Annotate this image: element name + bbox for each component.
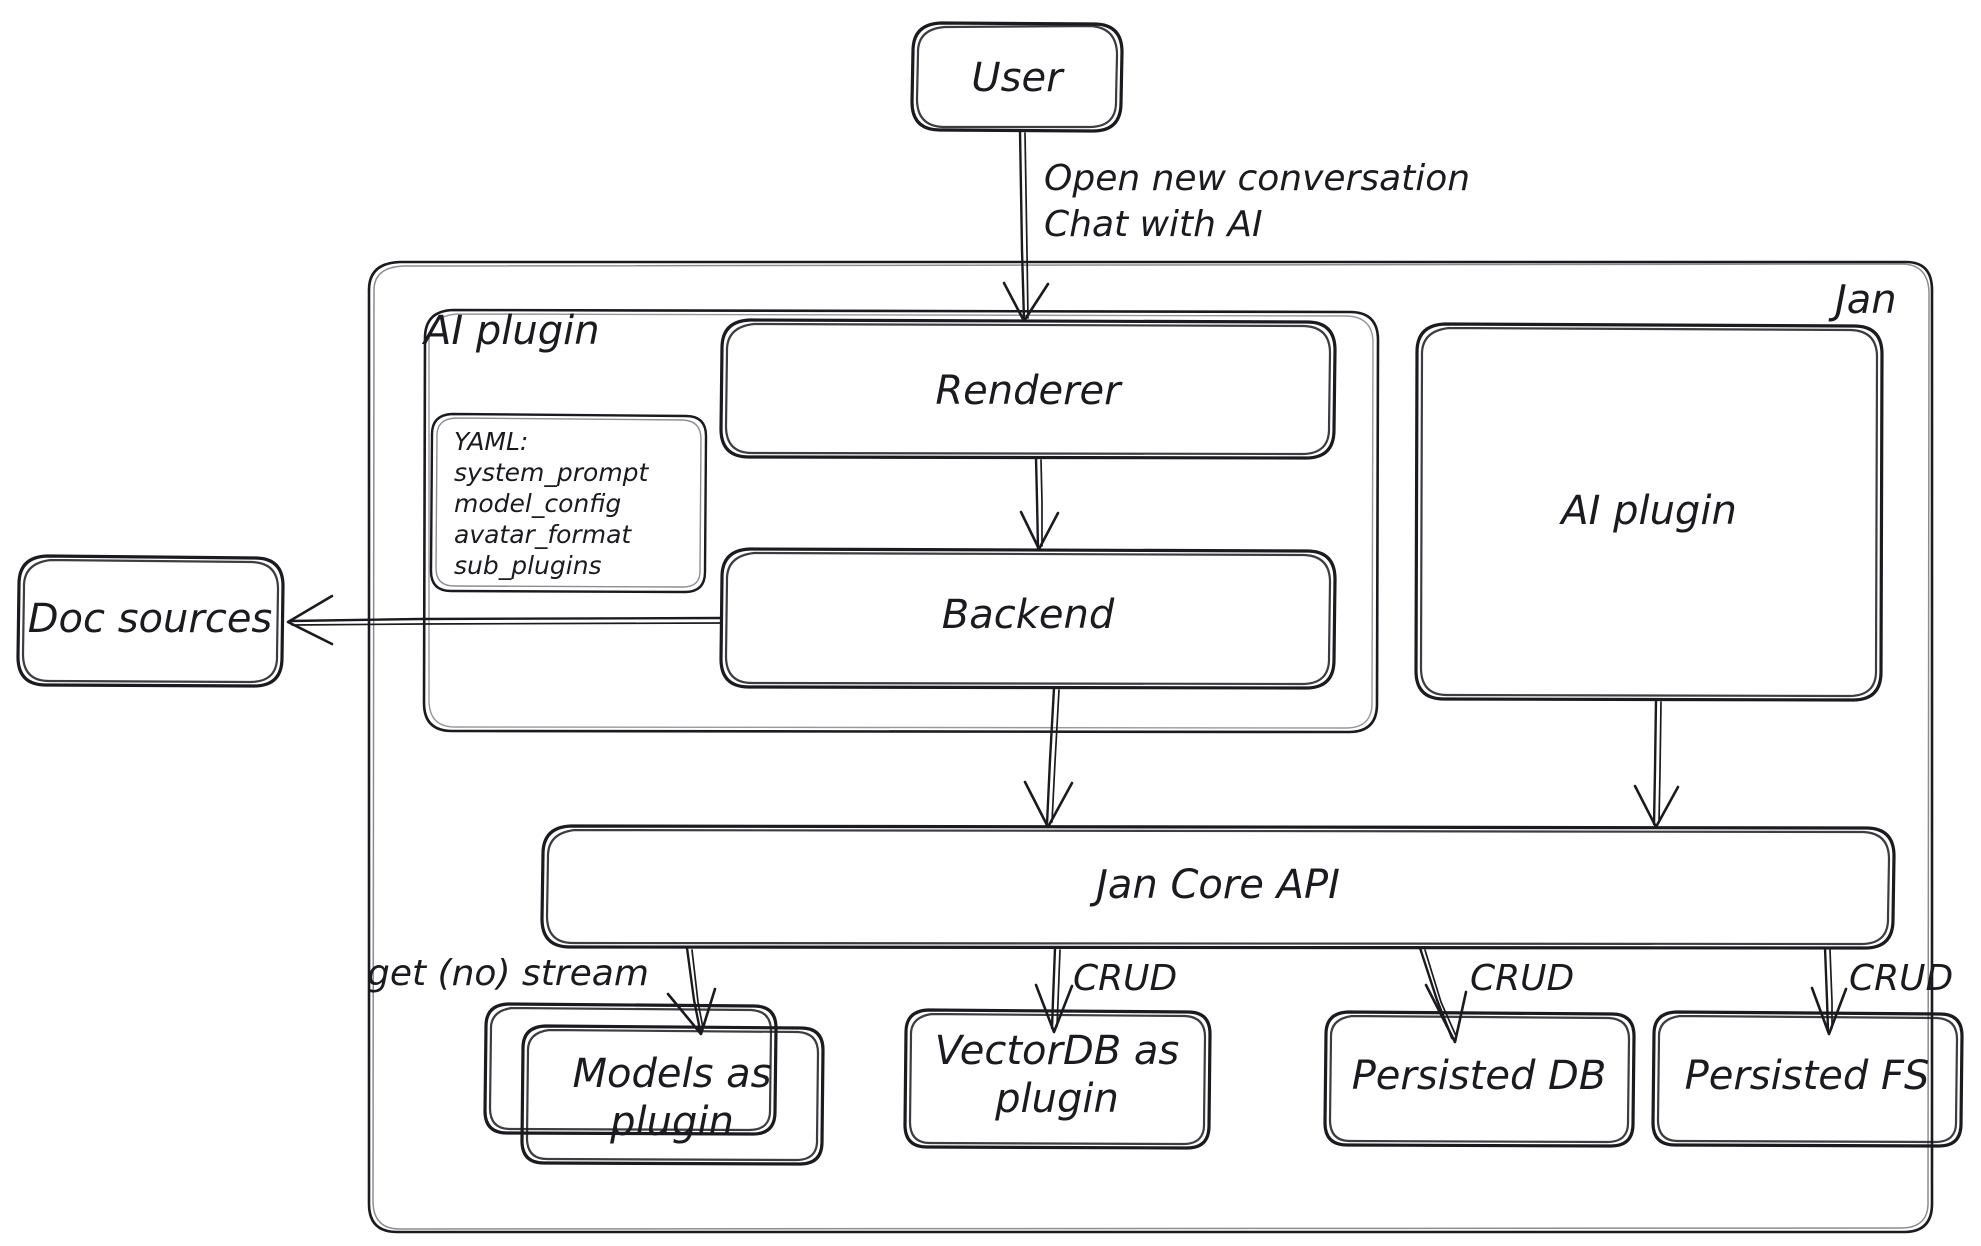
edge-backend-to-core <box>1023 686 1074 829</box>
node-persisted-fs[interactable]: Persisted FS <box>1651 1010 1964 1148</box>
node-models-plugin-label-line1: Models as <box>572 1051 771 1097</box>
container-ai-plugin-group[interactable]: AI plugin <box>421 308 1380 734</box>
node-vectordb-plugin[interactable]: VectorDB as plugin <box>903 1008 1212 1150</box>
yaml-card[interactable]: YAML: system_prompt model_config avatar_… <box>429 412 708 594</box>
node-backend-label: Backend <box>942 592 1115 638</box>
container-ai-plugin-group-label: AI plugin <box>421 308 600 354</box>
node-persisted-db[interactable]: Persisted DB <box>1323 1010 1636 1148</box>
node-doc-sources[interactable]: Doc sources <box>16 554 285 688</box>
node-ai-plugin-label: AI plugin <box>1558 488 1737 534</box>
edge-user-to-renderer: Open new conversation Chat with AI <box>1002 129 1470 323</box>
node-persisted-fs-label: Persisted FS <box>1685 1053 1930 1099</box>
yaml-card-key-1: model_config <box>454 489 621 518</box>
node-backend[interactable]: Backend <box>719 547 1337 690</box>
container-jan-label: Jan <box>1828 277 1897 323</box>
edge-core-to-models: get (no) stream <box>367 946 717 1036</box>
node-renderer[interactable]: Renderer <box>719 318 1337 460</box>
edge-core-to-fs: CRUD <box>1810 946 1953 1036</box>
node-models-plugin[interactable]: Models as plugin <box>483 1002 825 1166</box>
node-jan-core-api-label: Jan Core API <box>1089 862 1340 908</box>
node-user[interactable]: User <box>910 21 1124 133</box>
yaml-card-key-2: avatar_format <box>454 520 632 549</box>
node-ai-plugin[interactable]: AI plugin <box>1414 322 1884 702</box>
node-persisted-db-label: Persisted DB <box>1352 1053 1607 1099</box>
edge-backend-to-doc-sources <box>286 594 724 646</box>
node-vectordb-plugin-label-line1: VectorDB as <box>935 1028 1180 1074</box>
edge-ai-plugin-to-core <box>1633 698 1680 829</box>
container-jan[interactable]: Jan <box>367 260 1934 1234</box>
edge-core-to-vectordb-label: CRUD <box>1073 958 1177 999</box>
node-vectordb-plugin-label-line2: plugin <box>994 1076 1119 1122</box>
node-jan-core-api[interactable]: Jan Core API <box>540 824 1896 950</box>
edge-user-to-renderer-label-line2: Chat with AI <box>1044 204 1263 245</box>
node-doc-sources-label: Doc sources <box>28 596 273 642</box>
node-models-plugin-label-line2: plugin <box>609 1099 734 1145</box>
edge-core-to-fs-label: CRUD <box>1849 958 1953 999</box>
yaml-card-key-0: system_prompt <box>454 458 650 487</box>
node-user-label: User <box>971 55 1065 101</box>
edge-user-to-renderer-label-line1: Open new conversation <box>1044 158 1470 199</box>
edge-core-to-vectordb: CRUD <box>1034 946 1177 1034</box>
edge-renderer-to-backend <box>1019 456 1060 551</box>
edge-core-to-db-label: CRUD <box>1470 958 1574 999</box>
edge-core-to-models-label: get (no) stream <box>367 953 649 994</box>
node-renderer-label: Renderer <box>935 368 1123 414</box>
yaml-card-title: YAML: <box>454 427 528 456</box>
yaml-card-key-3: sub_plugins <box>454 551 602 580</box>
edge-core-to-db: CRUD <box>1418 946 1574 1044</box>
